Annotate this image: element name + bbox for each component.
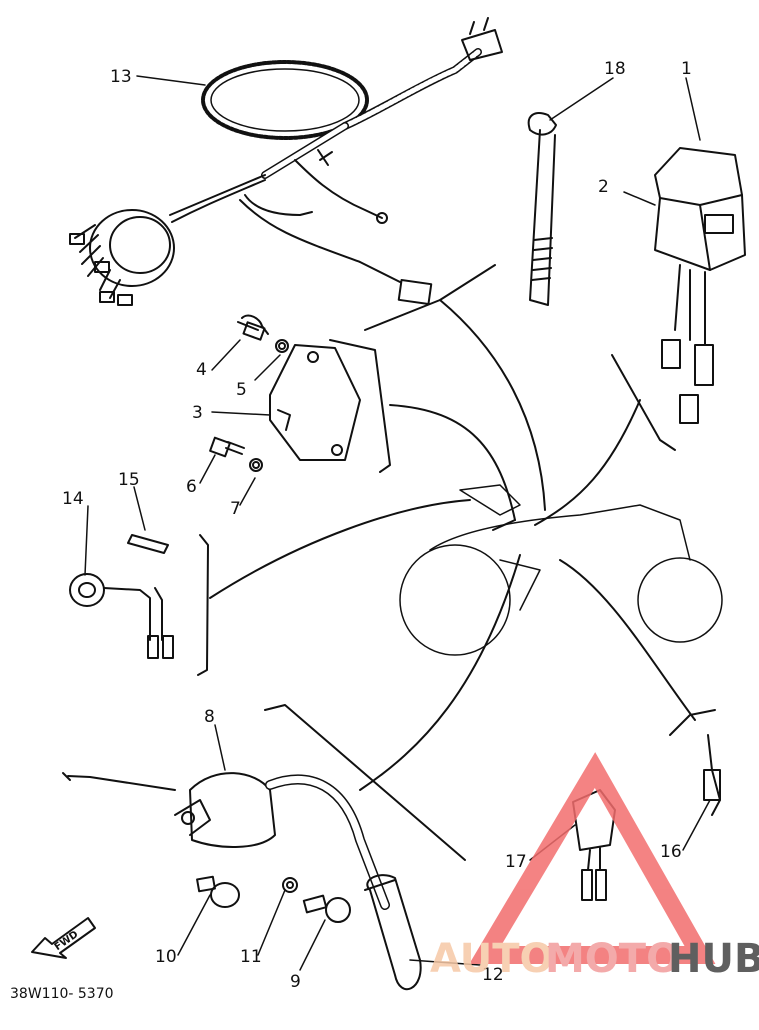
label-16: 16 [660, 842, 682, 862]
watermark-auto: AUTO [430, 936, 554, 982]
label-3: 3 [192, 403, 203, 423]
label-13: 13 [110, 67, 132, 87]
part-labels: 13 18 1 2 4 5 3 6 7 14 15 8 10 11 9 12 1… [10, 59, 692, 1002]
routing-lines [197, 264, 716, 861]
pickup-coil-part [69, 534, 174, 659]
label-9: 9 [290, 972, 301, 992]
label-4: 4 [196, 360, 207, 380]
watermark-hub: HUB [668, 936, 759, 982]
wire-harness-part [69, 17, 503, 306]
watermark: AUTO MOTO HUB [430, 752, 759, 982]
label-10: 10 [155, 947, 177, 967]
label-11: 11 [240, 947, 262, 967]
fwd-arrow-icon [31, 917, 96, 959]
label-15: 15 [118, 470, 140, 490]
label-7: 7 [230, 499, 241, 519]
relay-part [572, 789, 616, 901]
watermark-triangle [469, 752, 716, 964]
label-17: 17 [505, 852, 527, 872]
motorcycle-silhouette [399, 484, 723, 656]
label-12: 12 [482, 965, 504, 985]
drawing-code: 38W110- 5370 [10, 986, 114, 1002]
label-leaders [84, 75, 711, 971]
label-1: 1 [681, 59, 692, 79]
cable-tie-part [527, 112, 557, 306]
label-6: 6 [186, 477, 197, 497]
label-5: 5 [236, 380, 247, 400]
label-8: 8 [204, 707, 215, 727]
label-18: 18 [604, 59, 626, 79]
label-14: 14 [62, 489, 84, 509]
watermark-moto: MOTO [545, 936, 680, 982]
label-2: 2 [598, 177, 609, 197]
spark-plug-part [703, 734, 721, 816]
cdi-unit-part [209, 314, 361, 472]
main-switch-part [654, 147, 746, 424]
